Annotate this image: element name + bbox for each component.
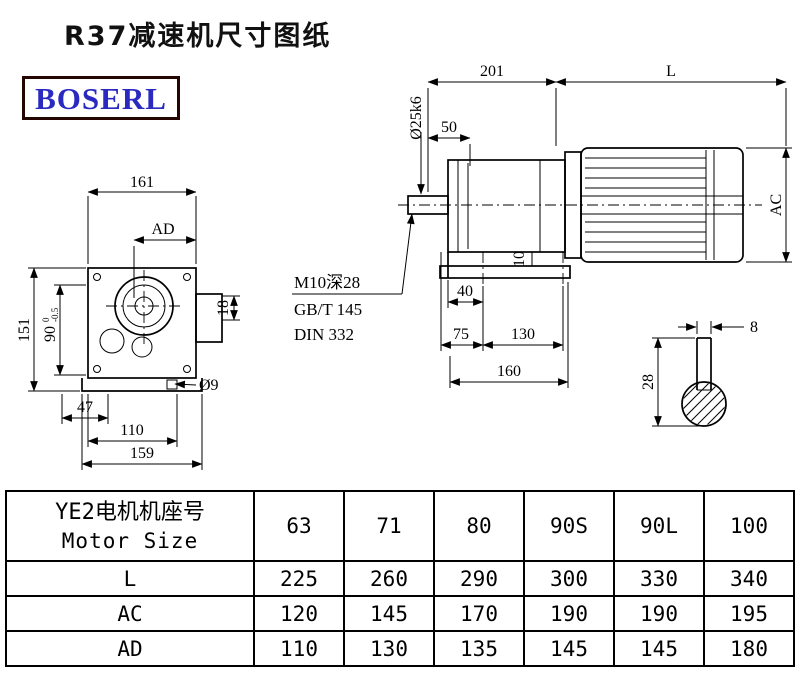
shaft-end-view: 8 28 (640, 319, 758, 427)
AC-value: 145 (343, 595, 435, 632)
brand-logo: BOSERL (22, 76, 180, 120)
dim-8: 8 (750, 319, 758, 336)
brand-text: BOSERL (35, 80, 167, 116)
motor-size-80: 80 (433, 490, 525, 562)
header-label-cn: YE2电机机座号 (55, 500, 205, 525)
thread-std-din: DIN 332 (294, 325, 354, 344)
dim-110: 110 (120, 422, 143, 439)
dim-shaft-dia: Ø25k6 (408, 96, 425, 140)
dim-130: 130 (511, 326, 535, 343)
AD-value: 180 (703, 630, 795, 667)
dim-160: 160 (497, 363, 521, 380)
AD-value: 145 (523, 630, 615, 667)
foot-base (439, 265, 571, 279)
side-view (398, 147, 762, 284)
motor-body (580, 147, 744, 263)
row-label-L: L (5, 560, 255, 597)
AC-value: 190 (613, 595, 705, 632)
AC-value: 195 (703, 595, 795, 632)
AD-value: 130 (343, 630, 435, 667)
dim-90-tol-lower: -0.5 (50, 307, 60, 322)
L-value: 340 (703, 560, 795, 597)
L-value: 225 (253, 560, 345, 597)
dim-90-tol-upper: 0 (41, 317, 51, 322)
L-value: 300 (523, 560, 615, 597)
table-row-L: L 225 260 290 300 330 340 (5, 560, 795, 597)
AD-value: 135 (433, 630, 525, 667)
corner-fillet-3 (93, 365, 101, 373)
dim-151: 151 (16, 318, 33, 342)
header-label-cell: YE2电机机座号 Motor Size (5, 490, 255, 562)
mounting-feet (81, 378, 203, 392)
motor-size-90l: 90L (613, 490, 705, 562)
dim-10: 10 (511, 251, 528, 267)
motor-size-71: 71 (343, 490, 435, 562)
motor-size-90s: 90S (523, 490, 615, 562)
dim-L: L (666, 63, 676, 80)
row-label-AC: AC (5, 595, 255, 632)
AD-value: 110 (253, 630, 345, 667)
L-value: 260 (343, 560, 435, 597)
dim-90: 90 (42, 326, 59, 342)
dim-40: 40 (457, 283, 473, 300)
leader-hole (174, 380, 197, 389)
gearbox-front-body (87, 267, 197, 379)
page-title: R37减速机尺寸图纸 (64, 21, 332, 52)
corner-fillet-1 (93, 273, 101, 281)
dim-50: 50 (441, 119, 457, 136)
L-value: 290 (433, 560, 525, 597)
aux-bore-1 (99, 328, 125, 354)
shaft-end-circle (681, 381, 727, 427)
corner-fillet-4 (183, 365, 191, 373)
table-header-row: YE2电机机座号 Motor Size 63 71 80 90S 90L 100 (5, 490, 795, 562)
motor-fins (581, 157, 743, 253)
dim-161: 161 (130, 174, 154, 191)
shaft-hatching (683, 383, 725, 425)
AD-value: 145 (613, 630, 705, 667)
AC-value: 120 (253, 595, 345, 632)
L-value: 330 (613, 560, 705, 597)
AC-value: 170 (433, 595, 525, 632)
corner-fillet-2 (183, 273, 191, 281)
AC-value: 190 (523, 595, 615, 632)
thread-note: M10深28 (294, 273, 360, 292)
motor-size-100: 100 (703, 490, 795, 562)
row-label-AD: AD (5, 630, 255, 667)
front-view-dimensions: 161 AD 151 90 0 -0.5 (16, 174, 240, 470)
dimension-drawing: 161 AD 151 90 0 -0.5 (16, 63, 792, 470)
aux-bore-2 (131, 336, 153, 358)
side-boss (195, 293, 223, 343)
motor-size-table: YE2电机机座号 Motor Size 63 71 80 90S 90L 100… (5, 490, 795, 667)
dim-201: 201 (480, 63, 504, 80)
dim-47: 47 (77, 399, 93, 416)
dim-28: 28 (640, 374, 657, 390)
dim-hole-9: Ø9 (199, 377, 219, 394)
dim-159: 159 (130, 445, 154, 462)
side-view-dimensions: 201 L Ø25k6 50 AC M10深28 GB/T 145 DIN 33… (292, 63, 792, 388)
front-view (81, 267, 223, 392)
table-row-AC: AC 120 145 170 190 190 195 (5, 595, 795, 632)
gearbox-housing (447, 159, 566, 253)
thread-leader (401, 213, 415, 295)
dim-18: 18 (215, 300, 232, 316)
dim-ac: AC (768, 194, 785, 216)
dim-ad: AD (151, 221, 174, 238)
dim-75: 75 (453, 326, 469, 343)
thread-std-gbt: GB/T 145 (294, 300, 362, 319)
header-label-en: Motor Size (61, 528, 199, 553)
table-row-AD: AD 110 130 135 145 145 180 (5, 630, 795, 667)
motor-size-63: 63 (253, 490, 345, 562)
